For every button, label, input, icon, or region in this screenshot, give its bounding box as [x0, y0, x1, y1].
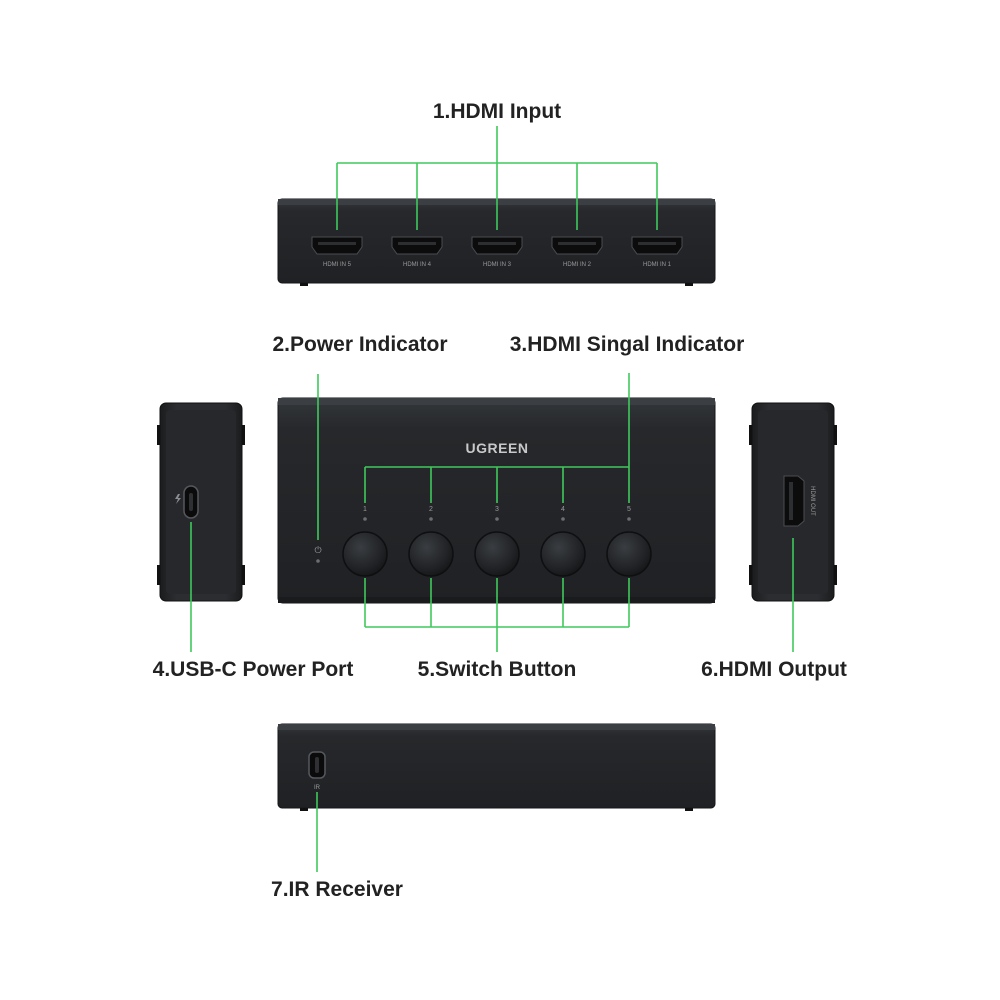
hdmi-input-label: HDMI IN 3	[483, 262, 512, 268]
ir-panel-top-edge	[278, 724, 715, 730]
signal-led	[363, 517, 367, 521]
right-side-panel: HDMI OUT	[749, 402, 837, 602]
left-side-clip	[242, 565, 245, 585]
back-panel-foot-right	[685, 283, 693, 286]
channel-number: 2	[429, 506, 433, 513]
hdmi-input-port-1: HDMI IN 1	[631, 236, 683, 268]
signal-led	[429, 517, 433, 521]
left-side-clip	[157, 425, 160, 445]
usbc-port-tongue	[189, 493, 193, 511]
ir-panel-body	[277, 723, 716, 809]
switch-button-4[interactable]	[540, 531, 586, 577]
hdmi-port-icon	[471, 236, 523, 255]
signal-led	[495, 517, 499, 521]
hdmi-port-pins	[558, 242, 596, 245]
signal-indicators: 1 2 3 4 5	[363, 506, 631, 521]
hdmi-input-port-4: HDMI IN 4	[391, 236, 443, 268]
lightning-icon	[175, 494, 181, 504]
ir-panel-foot-left	[300, 808, 308, 811]
switch-button-title: 5.Switch Button	[418, 658, 577, 681]
switch-button-leader	[364, 578, 630, 652]
hdmi-input-title: 1.HDMI Input	[433, 100, 561, 123]
left-side-clip	[157, 565, 160, 585]
switch-button-1[interactable]	[342, 531, 388, 577]
power-indicator-title: 2.Power Indicator	[272, 333, 447, 356]
hdmi-port-pins	[638, 242, 676, 245]
usbc-title: 4.USB-C Power Port	[153, 658, 354, 681]
switch-button-5[interactable]	[606, 531, 652, 577]
signal-led	[627, 517, 631, 521]
hdmi-port-pins	[478, 242, 516, 245]
signal-indicator-leader	[364, 373, 630, 503]
hdmi-input-label: HDMI IN 5	[323, 262, 352, 268]
hdmi-port-icon	[311, 236, 363, 255]
channel-number: 4	[561, 506, 565, 513]
hdmi-input-port-5: HDMI IN 5	[311, 236, 363, 268]
hdmi-port-icon	[391, 236, 443, 255]
channel-number: 3	[495, 506, 499, 513]
hdmi-port-icon	[551, 236, 603, 255]
power-icon: ⏻	[314, 545, 321, 556]
hdmi-input-label: HDMI IN 1	[643, 262, 672, 268]
hdmi-output-pins	[789, 482, 793, 520]
right-side-clip	[749, 565, 752, 585]
channel-number: 1	[363, 506, 367, 513]
front-panel-top-edge	[278, 398, 715, 405]
hdmi-input-label: HDMI IN 4	[403, 262, 432, 268]
hdmi-input-leader	[336, 126, 658, 230]
hdmi-output-port-icon	[783, 475, 805, 527]
hdmi-input-port-3: HDMI IN 3	[471, 236, 523, 268]
left-side-clip	[242, 425, 245, 445]
switch-buttons	[342, 531, 652, 577]
right-side-clip	[834, 425, 837, 445]
signal-indicator-title: 3.HDMI Singal Indicator	[510, 333, 745, 356]
ir-panel-foot-right	[685, 808, 693, 811]
channel-number: 5	[627, 506, 631, 513]
ir-label: IR	[314, 785, 321, 791]
ir-panel: IR	[277, 723, 716, 811]
hdmi-input-port-2: HDMI IN 2	[551, 236, 603, 268]
ir-receiver-title: 7.IR Receiver	[271, 878, 403, 901]
left-side-panel	[157, 402, 245, 602]
hdmi-input-label: HDMI IN 2	[563, 262, 592, 268]
switch-button-2[interactable]	[408, 531, 454, 577]
brand-logo: UGREEN	[466, 440, 529, 456]
switch-button-3[interactable]	[474, 531, 520, 577]
right-side-clip	[749, 425, 752, 445]
ir-receiver-window	[315, 757, 319, 773]
power-indicator-led	[316, 559, 320, 563]
hdmi-port-pins	[398, 242, 436, 245]
signal-led	[561, 517, 565, 521]
hdmi-output-label: HDMI OUT	[809, 486, 815, 516]
right-side-clip	[834, 565, 837, 585]
hdmi-port-icon	[631, 236, 683, 255]
left-side-face	[166, 410, 236, 594]
hdmi-output-title: 6.HDMI Output	[701, 658, 847, 681]
back-panel-foot-left	[300, 283, 308, 286]
hdmi-port-pins	[318, 242, 356, 245]
